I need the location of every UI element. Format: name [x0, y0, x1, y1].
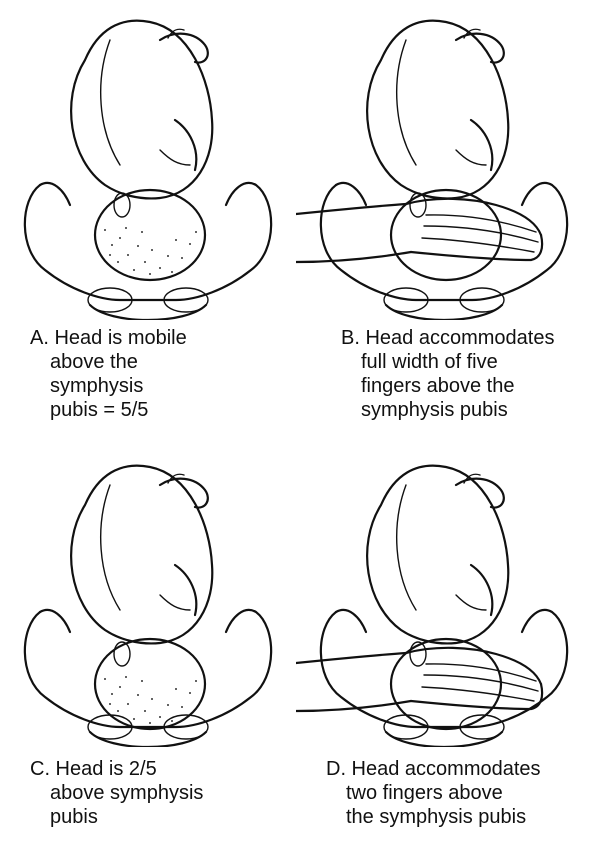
fetus: [367, 466, 508, 644]
caption-line: two fingers above: [326, 781, 541, 805]
pelvis: [25, 610, 271, 747]
panel-c: C. Head is 2/5 above symphysis pubis: [0, 427, 296, 854]
caption-line: above the: [30, 350, 187, 374]
caption-line: B. Head accommodates: [341, 326, 554, 350]
fetus: [367, 21, 508, 199]
caption-line: symphysis: [30, 374, 187, 398]
caption-line: A. Head is mobile: [30, 326, 187, 350]
pelvis: [25, 183, 271, 320]
fetal-head-illustration-b: [296, 0, 592, 320]
fetal-head: [95, 639, 205, 729]
caption-line: pubis = 5/5: [30, 398, 187, 422]
fetus: [71, 21, 212, 199]
caption-line: the symphysis pubis: [326, 805, 541, 829]
fetal-hair: [104, 227, 197, 275]
caption-c: C. Head is 2/5 above symphysis pubis: [30, 757, 203, 829]
fetal-head-illustration-a: [0, 0, 296, 320]
caption-line: C. Head is 2/5: [30, 757, 203, 781]
panel-d: D. Head accommodates two fingers above t…: [296, 427, 592, 854]
caption-b: B. Head accommodates full width of five …: [341, 326, 554, 422]
fetal-head-illustration-c: [0, 427, 296, 747]
panel-a: A. Head is mobile above the symphysis pu…: [0, 0, 296, 427]
caption-line: above symphysis: [30, 781, 203, 805]
panel-b: B. Head accommodates full width of five …: [296, 0, 592, 427]
caption-a: A. Head is mobile above the symphysis pu…: [30, 326, 187, 422]
fetus: [71, 466, 212, 644]
fetal-head-illustration-d: [296, 427, 592, 747]
examiner-hand: [296, 199, 542, 262]
caption-line: pubis: [30, 805, 203, 829]
fetal-head: [95, 190, 205, 280]
caption-line: full width of five: [341, 350, 554, 374]
caption-line: symphysis pubis: [341, 398, 554, 422]
caption-line: fingers above the: [341, 374, 554, 398]
caption-line: D. Head accommodates: [326, 757, 541, 781]
fetal-hair: [104, 676, 197, 724]
examiner-hand: [296, 648, 542, 711]
caption-d: D. Head accommodates two fingers above t…: [326, 757, 541, 829]
